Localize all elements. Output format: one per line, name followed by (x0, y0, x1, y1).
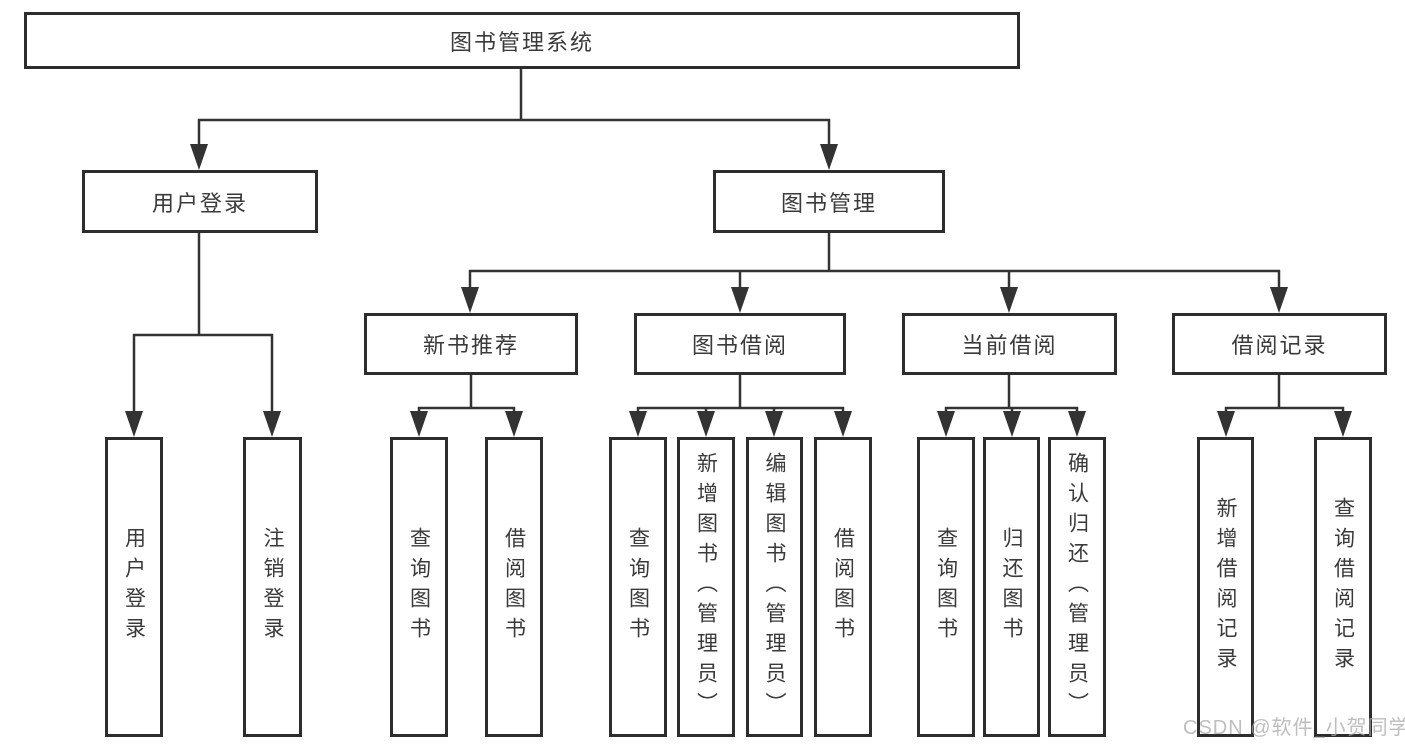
node-leaf-logout: 注销登录 (243, 437, 302, 737)
node-leaf-borrow-add-label: 新增图书（管理员） (694, 452, 718, 722)
node-book-borrow: 图书借阅 (634, 313, 846, 375)
arrowhead-book-borrow (731, 287, 749, 313)
node-leaf-current-confirm: 确认归还（管理员） (1048, 437, 1106, 737)
node-leaf-current-query-label: 查询图书 (934, 527, 958, 647)
node-leaf-borrow-add: 新增图书（管理员） (677, 437, 735, 737)
node-user-login: 用户登录 (82, 170, 318, 233)
arrowhead-leaf-user-login (125, 411, 143, 437)
node-leaf-borrow-query-label: 查询图书 (626, 527, 650, 647)
arrowhead-current-return (1003, 411, 1021, 437)
node-leaf-borrow-edit-label: 编辑图书（管理员） (763, 452, 786, 722)
node-leaf-user-login-label: 用户登录 (122, 527, 146, 647)
node-current-borrow: 当前借阅 (902, 313, 1117, 375)
node-leaf-borrow-lend-label: 借阅图书 (831, 527, 855, 647)
arrowhead-borrow-records (1270, 287, 1288, 313)
node-leaf-borrow-edit: 编辑图书（管理员） (746, 437, 803, 737)
node-leaf-logout-label: 注销登录 (261, 527, 284, 647)
node-leaf-rec-borrow-label: 借阅图书 (502, 527, 526, 647)
arrowhead-borrow-add (697, 411, 715, 437)
arrowhead-book-mgmt (820, 144, 838, 170)
node-leaf-records-query: 查询借阅记录 (1314, 437, 1372, 737)
node-leaf-current-confirm-label: 确认归还（管理员） (1065, 452, 1089, 722)
node-leaf-rec-query-label: 查询图书 (407, 527, 431, 647)
node-borrow-records: 借阅记录 (1172, 313, 1387, 375)
node-leaf-records-add: 新增借阅记录 (1197, 437, 1254, 737)
node-leaf-rec-query: 查询图书 (390, 437, 448, 737)
node-leaf-borrow-query: 查询图书 (609, 437, 667, 737)
node-current-borrow-label: 当前借阅 (961, 333, 1058, 358)
node-leaf-current-query: 查询图书 (917, 437, 975, 737)
node-leaf-borrow-lend: 借阅图书 (814, 437, 872, 737)
node-new-book-rec: 新书推荐 (364, 313, 578, 375)
arrowhead-rec-query (410, 411, 428, 437)
node-root-label: 图书管理系统 (449, 29, 594, 55)
node-leaf-records-query-label: 查询借阅记录 (1331, 497, 1355, 677)
csdn-watermark: CSDN @软件_小贺同学 (1183, 717, 1405, 739)
arrowhead-current-confirm (1068, 411, 1086, 437)
node-leaf-user-login: 用户登录 (105, 437, 163, 737)
arrowhead-current-borrow (1000, 287, 1018, 313)
arrowhead-records-add (1217, 411, 1235, 437)
node-book-mgmt: 图书管理 (713, 170, 945, 233)
arrowhead-borrow-edit (765, 411, 783, 437)
node-user-login-label: 用户登录 (151, 190, 248, 216)
node-leaf-rec-borrow: 借阅图书 (485, 437, 543, 737)
node-book-borrow-label: 图书借阅 (691, 333, 788, 358)
arrowhead-borrow-query (629, 411, 647, 437)
arrowhead-new-book-rec (461, 287, 479, 313)
node-leaf-current-return-label: 归还图书 (1000, 527, 1023, 647)
node-borrow-records-label: 借阅记录 (1231, 333, 1328, 358)
node-book-mgmt-label: 图书管理 (780, 190, 877, 216)
node-new-book-rec-label: 新书推荐 (422, 333, 519, 358)
arrowhead-records-query (1334, 411, 1352, 437)
node-leaf-records-add-label: 新增借阅记录 (1214, 497, 1237, 677)
arrowhead-leaf-logout (263, 411, 281, 437)
arrowhead-user-login (190, 144, 208, 170)
node-leaf-current-return: 归还图书 (983, 437, 1040, 737)
arrowhead-current-query (937, 411, 955, 437)
node-root: 图书管理系统 (24, 12, 1020, 69)
arrowhead-rec-borrow (505, 411, 523, 437)
arrowhead-borrow-lend (834, 411, 852, 437)
